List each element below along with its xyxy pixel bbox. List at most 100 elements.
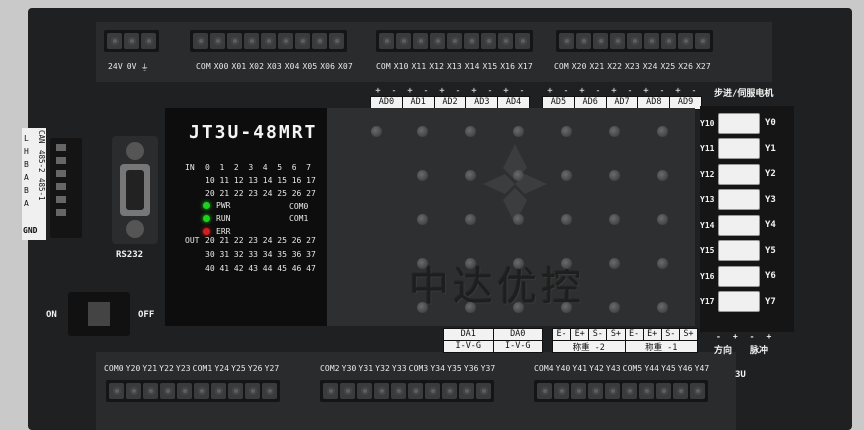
rs232-port[interactable] — [112, 136, 158, 244]
screw-icon[interactable] — [476, 383, 491, 399]
screw-icon[interactable] — [605, 383, 620, 399]
screw-icon[interactable] — [537, 383, 552, 399]
terminal-label: X04 — [284, 62, 300, 71]
screw-icon[interactable] — [690, 383, 705, 399]
screw-icon[interactable] — [193, 33, 208, 49]
terminal-label: Y37 — [480, 364, 496, 373]
screw-icon[interactable] — [442, 383, 457, 399]
servo-connector[interactable] — [718, 214, 760, 236]
x-terminal-block-3[interactable] — [556, 30, 713, 52]
x-terminal-block-1[interactable] — [190, 30, 347, 52]
power-terminal-block[interactable] — [104, 30, 159, 52]
x-terminal-block-2[interactable] — [376, 30, 533, 52]
screw-icon[interactable] — [124, 33, 139, 49]
comm-terminal[interactable] — [50, 138, 82, 238]
weigh-pin-label: E+ — [644, 329, 662, 340]
screw-icon[interactable] — [571, 383, 586, 399]
y-terminal-block-2[interactable] — [320, 380, 494, 402]
screw-icon[interactable] — [627, 33, 642, 49]
screw-icon[interactable] — [498, 33, 513, 49]
servo-connector[interactable] — [718, 265, 760, 287]
screw-icon[interactable] — [661, 33, 676, 49]
polarity-minus: - — [519, 86, 525, 96]
screw-icon[interactable] — [678, 33, 693, 49]
servo-connector[interactable] — [718, 240, 760, 261]
servo-label-right: Y7 — [765, 296, 776, 307]
screw-icon[interactable] — [554, 383, 569, 399]
screw-icon[interactable] — [695, 33, 710, 49]
run-stop-switch[interactable] — [68, 292, 130, 336]
screw-icon[interactable] — [228, 383, 243, 399]
screw-icon[interactable] — [141, 33, 156, 49]
screw-icon[interactable] — [559, 33, 574, 49]
terminal-label: COM — [554, 62, 569, 71]
y-terminal-block-3[interactable] — [534, 380, 708, 402]
screw-icon[interactable] — [644, 33, 659, 49]
screw-icon[interactable] — [160, 383, 175, 399]
screw-icon[interactable] — [610, 33, 625, 49]
terminal-label: X01 — [231, 62, 247, 71]
screw-icon[interactable] — [459, 383, 474, 399]
screw-icon[interactable] — [639, 383, 654, 399]
screw-icon[interactable] — [143, 383, 158, 399]
screw-icon[interactable] — [109, 383, 124, 399]
screw-icon[interactable] — [374, 383, 389, 399]
bolt-icon — [417, 170, 428, 181]
com1-label: COM1 — [289, 214, 309, 223]
screw-icon[interactable] — [622, 383, 637, 399]
screw-icon[interactable] — [593, 33, 608, 49]
y-terminal-block-1[interactable] — [106, 380, 280, 402]
terminal-label: COM1 — [192, 364, 213, 373]
terminal-label: COM — [196, 62, 211, 71]
weigh-pin-label: E- — [626, 329, 644, 340]
screw-icon[interactable] — [329, 33, 344, 49]
servo-connector[interactable] — [718, 112, 760, 134]
screw-icon[interactable] — [413, 33, 428, 49]
screw-icon[interactable] — [588, 383, 603, 399]
screw-icon[interactable] — [262, 383, 277, 399]
screw-icon[interactable] — [656, 383, 671, 399]
screw-icon[interactable] — [210, 33, 225, 49]
screw-icon[interactable] — [261, 33, 276, 49]
screw-icon[interactable] — [430, 33, 445, 49]
ad-channel-label: AD6 — [575, 97, 607, 109]
servo-connector[interactable] — [718, 291, 760, 312]
screw-icon[interactable] — [227, 33, 242, 49]
screw-icon[interactable] — [211, 383, 226, 399]
screw-icon[interactable] — [323, 383, 338, 399]
switch-on-label: ON — [46, 310, 57, 320]
bolt-icon — [513, 258, 524, 269]
screw-icon[interactable] — [464, 33, 479, 49]
screw-icon[interactable] — [107, 33, 122, 49]
screw-icon[interactable] — [673, 383, 688, 399]
servo-connector[interactable] — [718, 189, 760, 210]
bolt-icon — [609, 170, 620, 181]
screw-icon[interactable] — [391, 383, 406, 399]
screw-icon[interactable] — [194, 383, 209, 399]
screw-icon[interactable] — [408, 383, 423, 399]
screw-icon[interactable] — [447, 33, 462, 49]
screw-icon[interactable] — [244, 33, 259, 49]
screw-icon[interactable] — [425, 383, 440, 399]
screw-icon[interactable] — [481, 33, 496, 49]
direction-label: 方向 — [714, 346, 733, 356]
screw-icon[interactable] — [295, 33, 310, 49]
servo-connector[interactable] — [718, 163, 760, 185]
screw-icon[interactable] — [312, 33, 327, 49]
screw-icon[interactable] — [245, 383, 260, 399]
screw-icon[interactable] — [278, 33, 293, 49]
screw-icon[interactable] — [515, 33, 530, 49]
screw-icon[interactable] — [126, 383, 141, 399]
screw-icon[interactable] — [576, 33, 591, 49]
servo-connector[interactable] — [718, 138, 760, 159]
screw-icon[interactable] — [357, 383, 372, 399]
screw-icon[interactable] — [396, 33, 411, 49]
terminal-label: X25 — [660, 62, 676, 71]
screw-icon[interactable] — [379, 33, 394, 49]
terminal-label: X11 — [411, 62, 427, 71]
screw-icon[interactable] — [340, 383, 355, 399]
screw-icon[interactable] — [177, 383, 192, 399]
bolt-icon — [417, 126, 428, 137]
